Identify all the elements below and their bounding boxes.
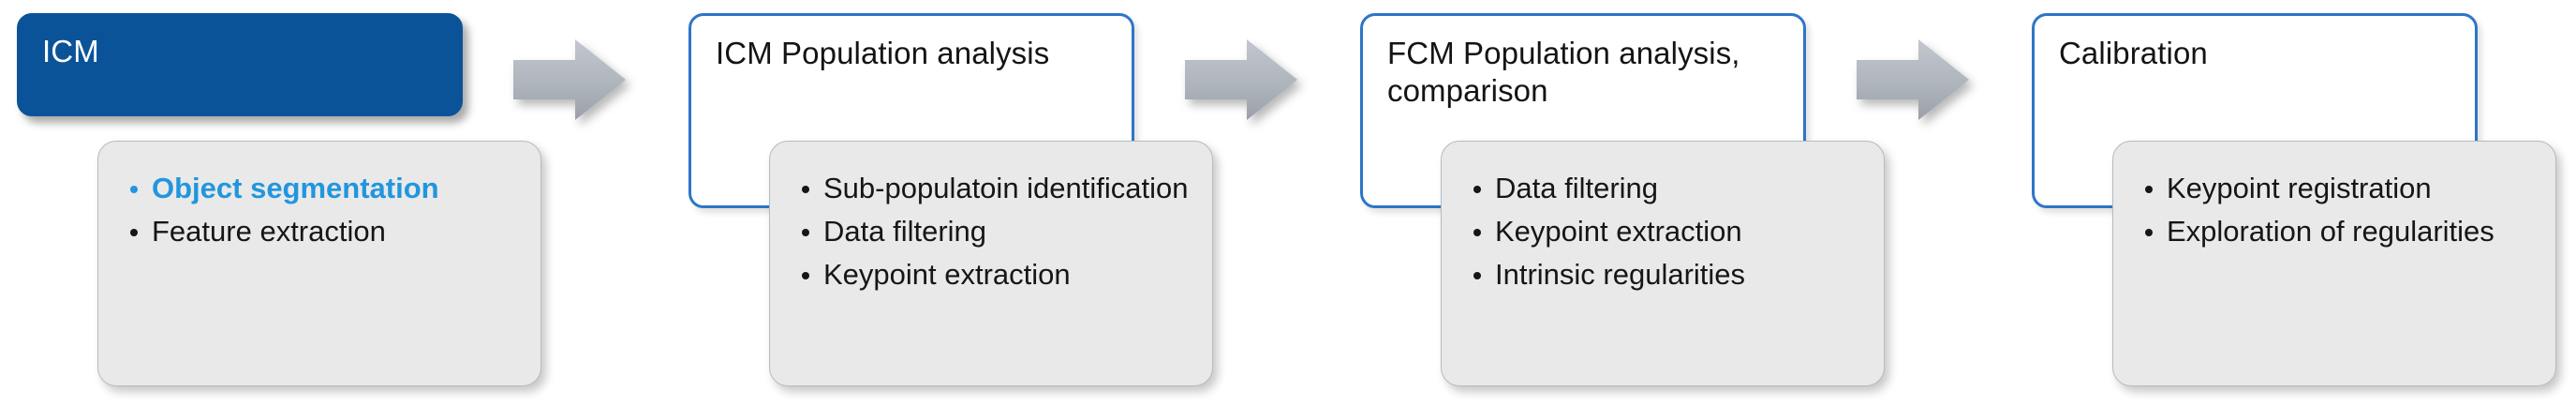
stage-icm-bullet-list: Object segmentation Feature extraction: [98, 142, 540, 250]
list-item[interactable]: Feature extraction: [126, 213, 520, 250]
stage-calibration-title: Calibration: [2059, 36, 2208, 70]
stage-icm-header[interactable]: ICM: [17, 13, 463, 116]
right-block-arrow-icon: [513, 39, 626, 120]
stage-icm: ICM Object segmentation Feature extracti…: [17, 0, 560, 407]
stage-icm-population-analysis-title: ICM Population analysis: [716, 36, 1050, 70]
stage-fcm-population-analysis-card: Data filtering Keypoint extraction Intri…: [1441, 141, 1885, 386]
list-item[interactable]: Intrinsic regularities: [1470, 256, 1863, 294]
list-item[interactable]: Keypoint extraction: [798, 256, 1192, 294]
stage-calibration-bullet-list: Keypoint registration Exploration of reg…: [2113, 142, 2555, 250]
stage-icm-card: Object segmentation Feature extraction: [97, 141, 541, 386]
list-item[interactable]: Keypoint extraction: [1470, 213, 1863, 250]
list-item[interactable]: Object segmentation: [126, 170, 520, 207]
list-item[interactable]: Exploration of regularities: [2141, 213, 2535, 250]
right-block-arrow-icon: [1857, 39, 1969, 120]
stage-icm-population-analysis-bullet-list: Sub-populatoin identification Data filte…: [770, 142, 1212, 294]
stage-icm-population-analysis: ICM Population analysis Sub-populatoin i…: [688, 0, 1232, 407]
list-item[interactable]: Sub-populatoin identification: [798, 170, 1192, 207]
list-item[interactable]: Data filtering: [798, 213, 1192, 250]
stage-fcm-population-analysis: FCM Population analysis, comparison Data…: [1360, 0, 1903, 407]
stage-calibration: Calibration Keypoint registration Explor…: [2032, 0, 2575, 407]
stage-icm-population-analysis-card: Sub-populatoin identification Data filte…: [769, 141, 1213, 386]
list-item[interactable]: Keypoint registration: [2141, 170, 2535, 207]
stage-fcm-population-analysis-bullet-list: Data filtering Keypoint extraction Intri…: [1442, 142, 1884, 294]
right-block-arrow-icon: [1185, 39, 1297, 120]
stage-fcm-population-analysis-title: FCM Population analysis, comparison: [1387, 36, 1740, 109]
list-item[interactable]: Data filtering: [1470, 170, 1863, 207]
stage-calibration-card: Keypoint registration Exploration of reg…: [2112, 141, 2556, 386]
stage-icm-title: ICM: [42, 34, 99, 68]
